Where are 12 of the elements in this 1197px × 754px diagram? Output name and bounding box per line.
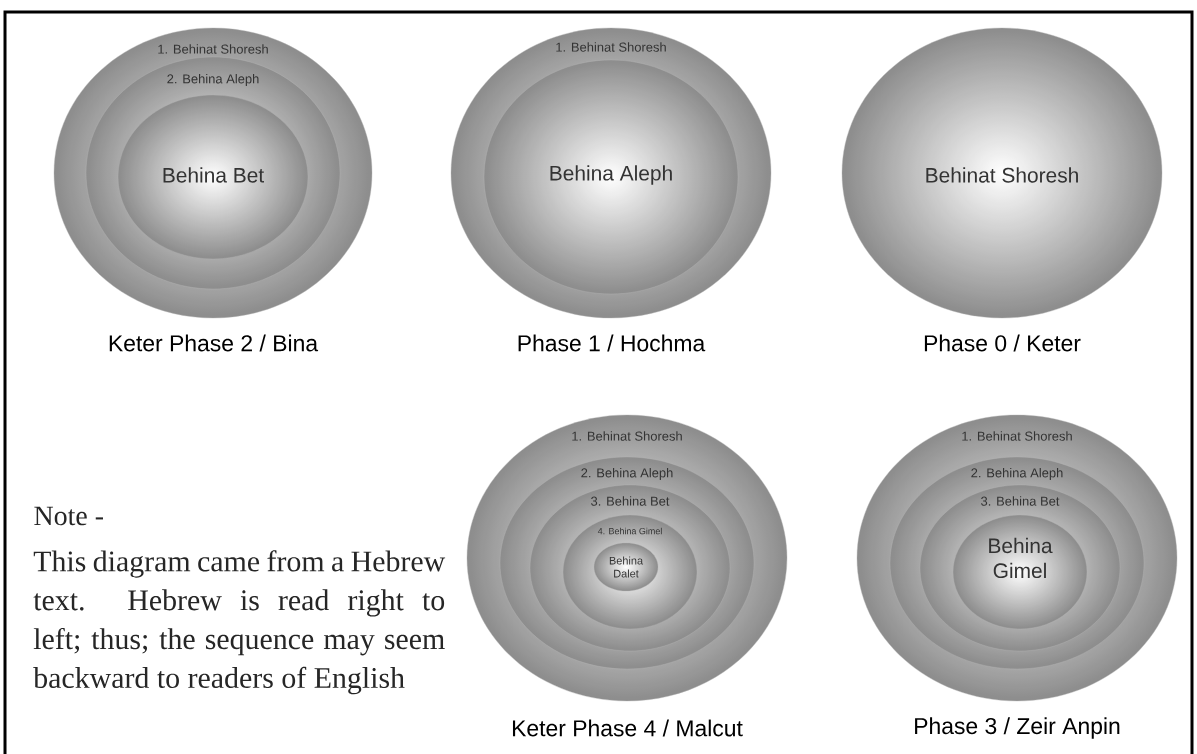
node-label: Keter Phase 4 / Malcut	[513, 719, 743, 737]
node-label: Phase 1 / Hochma	[518, 334, 706, 352]
ring: Behina Gimel	[952, 514, 1088, 630]
note-heading: Note -	[34, 506, 103, 526]
node-label: Phase 0 / Keter	[924, 334, 1081, 352]
ring: Behinat Shoresh	[841, 27, 1163, 319]
ring: Behina Aleph	[483, 59, 739, 295]
node-label: Keter Phase 2 / Bina	[109, 334, 319, 352]
ring: Behina Bet	[117, 94, 309, 260]
note-text: This diagram came from a Hebrew text. Hebrew is read right to left; thus; the sequence may seem backward to readers of English	[33, 550, 446, 695]
node-label: Phase 3 / Zeir Anpin	[915, 717, 1120, 739]
ring: Behina Dalet	[593, 542, 659, 592]
